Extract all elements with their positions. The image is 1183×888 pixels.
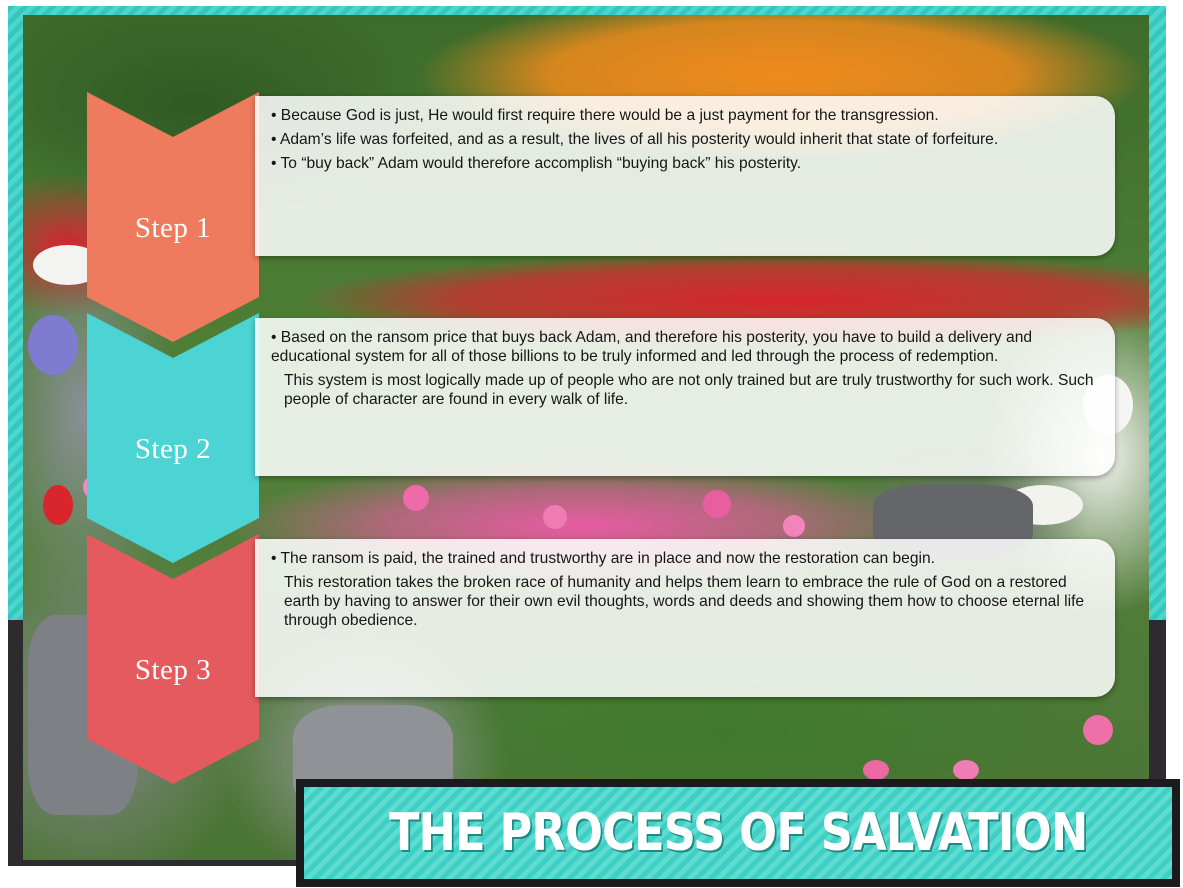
step-3-panel: The ransom is paid, the trained and trus… [255,539,1115,697]
step-2-continuation: This system is most logically made up of… [284,372,1094,408]
flower-blossom [28,315,78,375]
title-banner-inner: THE PROCESS OF SALVATION [304,787,1172,879]
step-2-panel: Based on the ransom price that buys back… [255,318,1115,476]
step-1-point: Because God is just, He would first requ… [271,106,1099,125]
page-title: THE PROCESS OF SALVATION [388,803,1088,863]
title-banner: THE PROCESS OF SALVATION [296,779,1180,887]
step-1-point: Adam’s life was forfeited, and as a resu… [271,130,1099,149]
flower-blossom [703,490,731,518]
step-1-point: To “buy back” Adam would therefore accom… [271,154,1099,173]
step-1-label: Step 1 [134,211,212,244]
flower-blossom [1083,715,1113,745]
step-2-point: Based on the ransom price that buys back… [271,328,1099,366]
step-3-point: The ransom is paid, the trained and trus… [271,549,1099,568]
flower-blossom [953,760,979,780]
flower-blossom [543,505,567,529]
step-2-label: Step 2 [134,432,212,465]
step-3-continuation: This restoration takes the broken race o… [284,574,1085,629]
flower-blossom [863,760,889,780]
step-3-label: Step 3 [134,653,212,686]
flower-blossom [403,485,429,511]
flower-blossom [43,485,73,525]
step-1-panel: Because God is just, He would first requ… [255,96,1115,256]
flower-blossom [783,515,805,537]
